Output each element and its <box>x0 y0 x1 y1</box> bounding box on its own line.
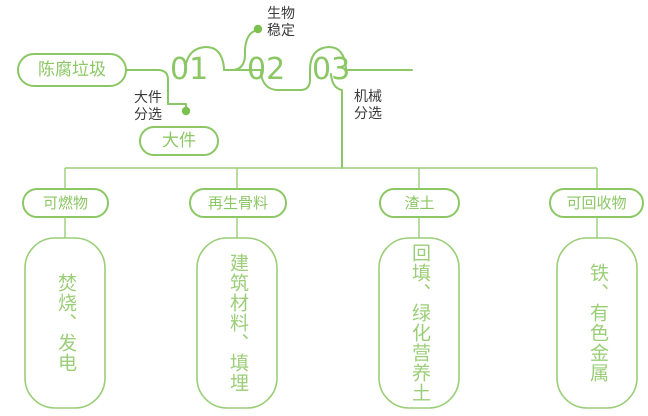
output-pill-label-3: 渣土 <box>404 195 435 212</box>
branch-dot-01 <box>181 106 191 116</box>
output-pill-outline-2 <box>189 188 287 218</box>
detail-text-1: 焚烧、发电 <box>55 273 76 373</box>
flow-arc-03 <box>309 46 413 71</box>
stage-caption-03: 机械 分选 <box>354 88 382 121</box>
intermediate-output-label: 大件 <box>162 131 196 150</box>
source-label: 陈腐垃圾 <box>38 60 106 79</box>
stage-caption-02: 生物 稳定 <box>267 5 295 38</box>
detail-box-outline-4 <box>556 237 638 409</box>
detail-box-outline-2 <box>196 237 278 409</box>
output-pill-label-4: 可回收物 <box>566 195 627 212</box>
stage-number-02: 02 <box>247 52 286 87</box>
output-pill-label-1: 可燃物 <box>42 195 88 212</box>
stage-number-01: 01 <box>170 52 209 87</box>
detail-text-4: 铁、有色金属 <box>587 263 608 383</box>
stage-caption-01: 大件 分选 <box>134 89 162 122</box>
detail-text-2: 建筑材料、填埋 <box>227 253 248 393</box>
detail-box-outline-1 <box>24 237 106 409</box>
output-pill-label-2: 再生骨料 <box>207 195 268 212</box>
detail-box-outline-3 <box>378 237 460 409</box>
detail-text-3: 回填、绿化营养土 <box>409 243 430 403</box>
stage-number-03: 03 <box>312 52 351 87</box>
branch-dot-02 <box>253 24 263 34</box>
flow-source-to-01 <box>125 69 169 105</box>
flow-arc-02 <box>223 49 246 71</box>
flow-03-branch-down <box>330 73 343 169</box>
flow-02-left-in <box>244 29 259 51</box>
flow-arc-01 <box>184 46 263 73</box>
flow-02-to-03 <box>260 69 311 91</box>
intermediate-pill-outline <box>139 126 219 156</box>
